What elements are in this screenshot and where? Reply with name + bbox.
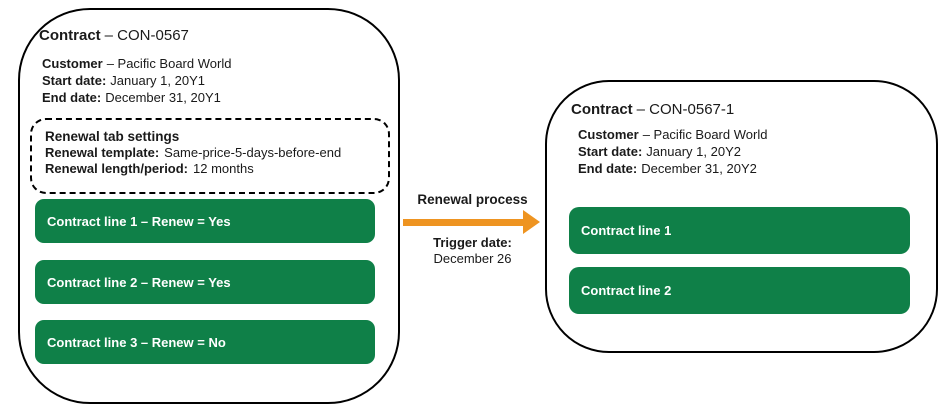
source-contract-box: Contract– CON-0567 Customer– Pacific Boa…: [18, 8, 400, 404]
field-end-date-value: December 31, 20Y2: [641, 161, 757, 176]
field-customer-value: – Pacific Board World: [106, 56, 232, 71]
field-end-date-label: End date:: [42, 90, 102, 105]
source-contract-title-value: – CON-0567: [104, 27, 189, 44]
renewal-length-label: Renewal length/period:: [45, 161, 189, 176]
renewed-contract-title: Contract– CON-0567-1: [571, 101, 734, 118]
renewal-settings-title: Renewal tab settings: [45, 129, 180, 144]
field-customer-label: Customer: [42, 56, 103, 71]
field-customer-value: – Pacific Board World: [642, 127, 768, 142]
trigger-date: Trigger date: December 26: [402, 235, 543, 267]
field-start-date: Start date:January 1, 20Y1: [42, 72, 231, 89]
renewal-length-row: Renewal length/period: 12 months: [45, 161, 388, 177]
renewal-tab-settings-box: Renewal tab settings Renewal template: Sa…: [30, 118, 390, 194]
renewed-contract-box: Contract– CON-0567-1 Customer– Pacific B…: [545, 80, 938, 353]
renewed-contract-title-value: – CON-0567-1: [636, 101, 735, 118]
renewal-template-value: Same-price-5-days-before-end: [164, 145, 342, 160]
field-start-date-value: January 1, 20Y1: [110, 73, 205, 88]
field-customer: Customer– Pacific Board World: [578, 126, 767, 143]
trigger-date-label: Trigger date:: [433, 235, 512, 250]
renewal-length-value: 12 months: [193, 161, 254, 176]
field-end-date-label: End date:: [578, 161, 638, 176]
renewal-template-row: Renewal template: Same-price-5-days-befor…: [45, 145, 388, 161]
renewed-contract-line-1: Contract line 1: [569, 207, 910, 254]
field-customer-label: Customer: [578, 127, 639, 142]
source-contract-title-label: Contract: [39, 27, 101, 44]
field-start-date-label: Start date:: [578, 144, 643, 159]
source-contract-line-1: Contract line 1 – Renew = Yes: [35, 199, 375, 243]
field-end-date-value: December 31, 20Y1: [105, 90, 221, 105]
arrow-head: [523, 210, 540, 234]
field-customer: Customer– Pacific Board World: [42, 55, 231, 72]
source-contract-title: Contract– CON-0567: [39, 27, 189, 44]
trigger-date-value: December 26: [433, 251, 512, 266]
renewed-contract-fields: Customer– Pacific Board World Start date…: [578, 126, 767, 177]
renewal-process-arrow-icon: [403, 210, 540, 234]
renewal-process-label: Renewal process: [417, 192, 528, 207]
field-end-date: End date:December 31, 20Y2: [578, 160, 767, 177]
source-contract-fields: Customer– Pacific Board World Start date…: [42, 55, 231, 106]
field-start-date-label: Start date:: [42, 73, 107, 88]
source-contract-line-2: Contract line 2 – Renew = Yes: [35, 260, 375, 304]
field-end-date: End date:December 31, 20Y1: [42, 89, 231, 106]
renewed-contract-title-label: Contract: [571, 101, 633, 118]
renewed-contract-line-2: Contract line 2: [569, 267, 910, 314]
field-start-date: Start date:January 1, 20Y2: [578, 143, 767, 160]
field-start-date-value: January 1, 20Y2: [646, 144, 741, 159]
arrow-shaft: [403, 219, 524, 226]
source-contract-line-3: Contract line 3 – Renew = No: [35, 320, 375, 364]
renewal-template-label: Renewal template:: [45, 145, 160, 160]
